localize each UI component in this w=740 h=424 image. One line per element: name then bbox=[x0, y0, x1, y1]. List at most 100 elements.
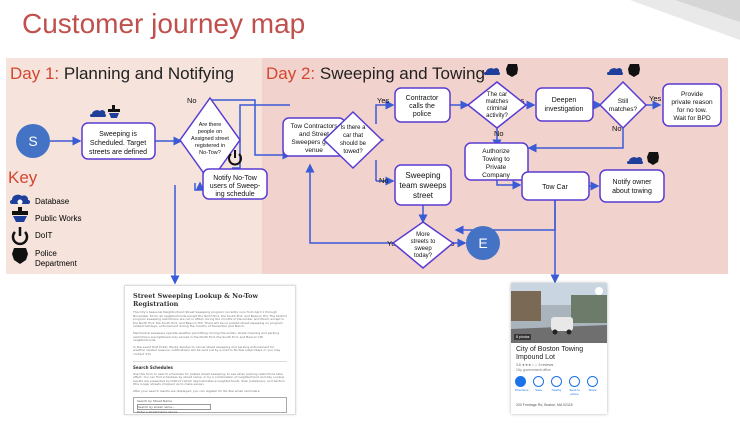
place-category: City government office bbox=[516, 368, 551, 372]
node-team-sweeps bbox=[394, 164, 452, 206]
node-still-matches bbox=[598, 80, 648, 130]
panel-paragraph: In the event that Public Works decides t… bbox=[133, 344, 281, 356]
edge-label-no: No bbox=[494, 129, 504, 138]
search-schedules-heading: Search Schedules bbox=[133, 360, 287, 370]
edge-label-yes: Yes bbox=[377, 96, 389, 105]
police-badge-icon bbox=[506, 64, 518, 77]
key-title: Key bbox=[8, 168, 38, 187]
key-doit: DoIT bbox=[11, 227, 52, 246]
node-authorize bbox=[464, 142, 529, 181]
icon-group-scheduled bbox=[90, 105, 120, 118]
day1-heading: Day 1: Planning and Notifying bbox=[10, 64, 234, 83]
police-badge-icon bbox=[628, 64, 640, 77]
icon-group-notify bbox=[228, 150, 242, 166]
police-badge-icon bbox=[12, 248, 28, 264]
database-icon bbox=[607, 68, 623, 75]
database-icon bbox=[627, 157, 643, 164]
corner-decoration bbox=[630, 0, 740, 40]
node-criminal-check bbox=[466, 81, 528, 129]
icon-group-authorize bbox=[627, 152, 659, 165]
place-name: City of Boston Towing Impound Lot bbox=[516, 346, 584, 361]
edge-label-no: No bbox=[612, 124, 622, 133]
send-to-phone-button[interactable]: Send to phone bbox=[569, 376, 580, 396]
edge-label-no: No bbox=[187, 96, 197, 105]
database-icon bbox=[90, 110, 106, 117]
key-label-database: Database bbox=[35, 197, 70, 206]
bookmark-icon bbox=[533, 376, 544, 387]
public-works-icon bbox=[108, 105, 120, 118]
place-rating[interactable]: 3.8 ★★★☆☆ 9 reviews bbox=[516, 363, 554, 367]
key-label-doit: DoIT bbox=[35, 231, 52, 240]
photo-count-label[interactable]: 8 photos bbox=[514, 334, 532, 340]
phone-icon bbox=[569, 376, 580, 387]
node-contractor-police bbox=[394, 87, 451, 123]
database-icon bbox=[10, 194, 30, 205]
panel-paragraph: Mechanical sweepers operate weather perm… bbox=[133, 330, 280, 343]
day1-band bbox=[6, 58, 262, 274]
end-node bbox=[466, 226, 500, 260]
node-scheduled bbox=[81, 122, 156, 160]
place-address: 200 Frontage Rd, Boston, MA 02118 bbox=[516, 403, 573, 407]
node-deepen bbox=[535, 87, 594, 122]
key-database: Database bbox=[10, 194, 70, 206]
node-car-check bbox=[322, 110, 384, 170]
nearby-button[interactable]: Nearby bbox=[551, 376, 562, 392]
no-tow-registration-page[interactable]: Street Sweeping Lookup & No-Tow Registra… bbox=[124, 285, 296, 415]
day2-prefix: Day 2: bbox=[266, 64, 315, 83]
map-place-card[interactable]: 8 photos City of Boston Towing Impound L… bbox=[511, 283, 607, 414]
page-title: Customer journey map bbox=[22, 8, 306, 39]
day1-title: Planning and Notifying bbox=[59, 64, 234, 83]
edge-label-yes: Yes bbox=[649, 94, 661, 103]
nearby-icon bbox=[551, 376, 562, 387]
police-badge-icon bbox=[647, 152, 659, 165]
save-button[interactable]: Save bbox=[533, 376, 544, 392]
node-private-reason bbox=[662, 83, 722, 127]
directions-button[interactable]: Directions bbox=[515, 376, 528, 392]
node-tow-car bbox=[521, 171, 590, 201]
share-icon bbox=[587, 376, 598, 387]
node-notify-owner bbox=[599, 169, 665, 203]
street-search-hint: Enter a street/name above. bbox=[137, 409, 179, 414]
database-icon bbox=[484, 68, 500, 75]
node-notify-notow bbox=[202, 168, 268, 200]
day1-prefix: Day 1: bbox=[10, 64, 59, 83]
start-node-label: S bbox=[28, 133, 37, 149]
key-label-public-works: Public Works bbox=[35, 214, 82, 223]
start-node bbox=[16, 124, 50, 158]
day2-title: Sweeping and Towing bbox=[315, 64, 485, 83]
edge-label-no: No bbox=[379, 176, 389, 185]
search-description: Use this form to search schedules for po… bbox=[133, 371, 285, 387]
street-search-input[interactable]: Search by street name... bbox=[137, 403, 211, 410]
power-icon bbox=[11, 227, 29, 246]
power-icon bbox=[228, 150, 242, 166]
place-photo[interactable] bbox=[511, 283, 607, 343]
node-more-streets bbox=[391, 221, 455, 269]
share-button[interactable]: Share bbox=[587, 376, 598, 392]
key-public-works: Public Works bbox=[12, 207, 82, 223]
icon-group-still bbox=[607, 64, 640, 77]
day2-heading: Day 2: Sweeping and Towing bbox=[266, 64, 485, 83]
end-node-label: E bbox=[478, 235, 487, 251]
search-description: After your search results are displayed,… bbox=[133, 388, 261, 393]
directions-icon bbox=[515, 376, 526, 387]
node-tow-car-label: Tow Car bbox=[542, 184, 568, 191]
street-search-fieldset: Search by Street Name Search by street n… bbox=[133, 396, 287, 414]
